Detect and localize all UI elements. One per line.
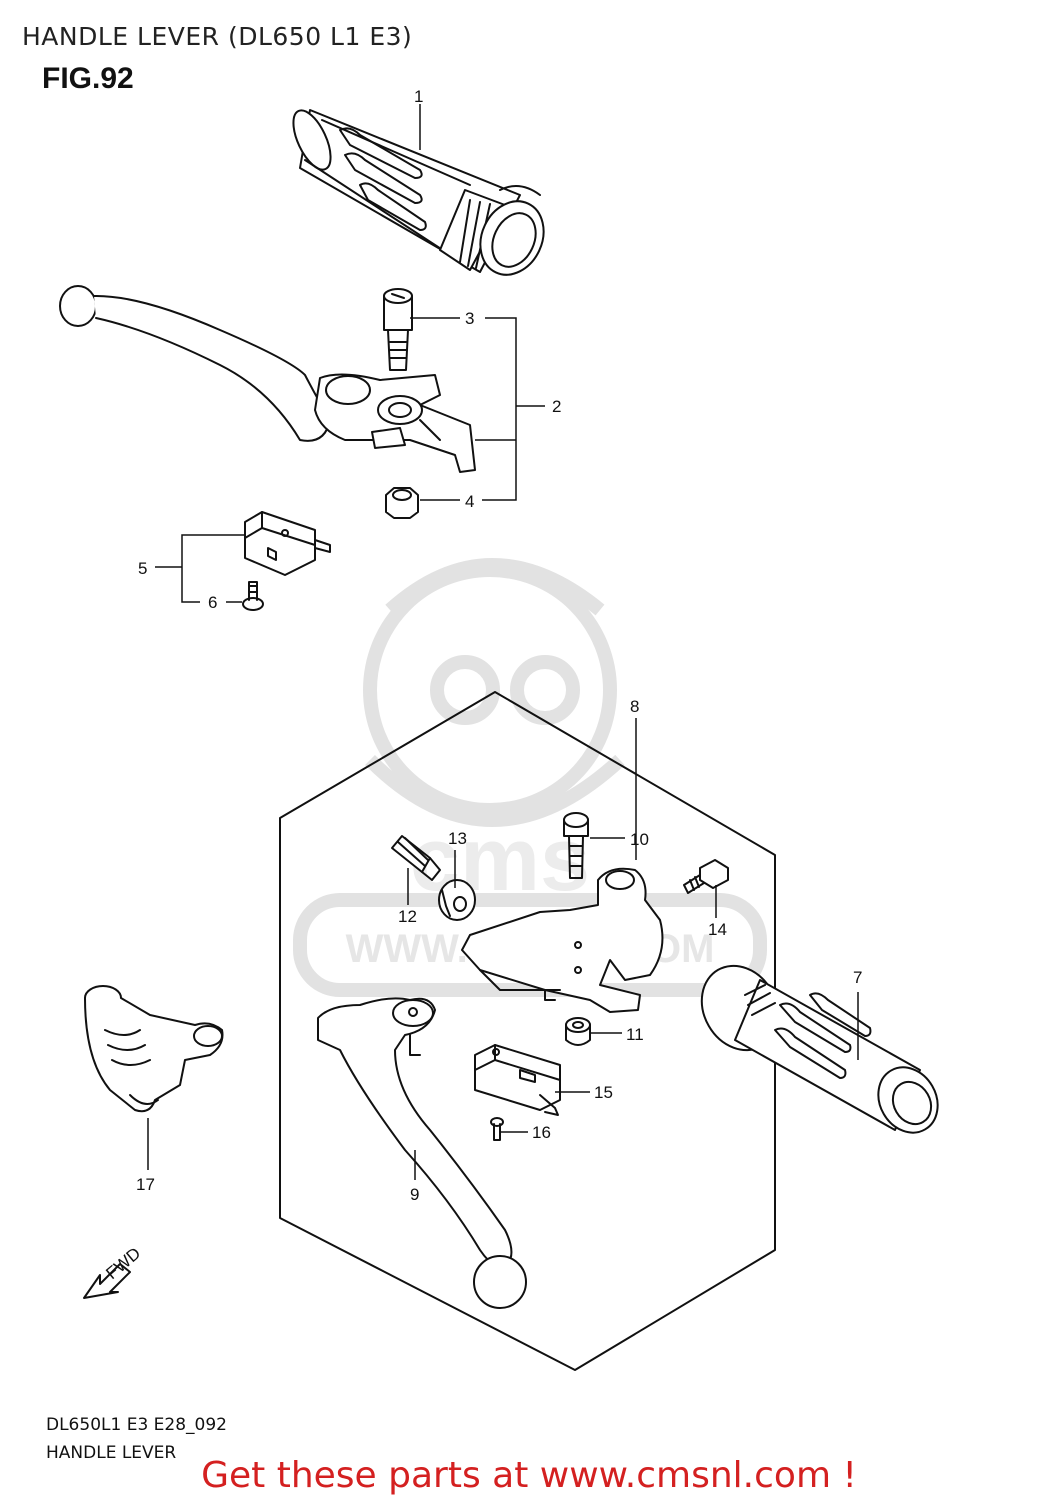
part-5-front-brake-switch	[244, 511, 331, 576]
watermark-jaw	[365, 754, 625, 827]
callout-11: 11	[626, 1025, 644, 1044]
part-6-screw	[242, 581, 264, 611]
part-13-adjuster-dial	[438, 879, 476, 921]
part-7-grip-left	[700, 964, 939, 1134]
callout-17: 17	[136, 1175, 155, 1194]
part-2-front-brake-lever	[59, 285, 476, 473]
part-14-bolt	[683, 859, 729, 894]
part-11-nut	[565, 1017, 591, 1046]
watermark-helmet	[385, 558, 605, 616]
figure-number: FIG.92	[42, 62, 134, 95]
part-3-pivot-bolt	[383, 288, 413, 371]
callout-6: 6	[208, 593, 217, 612]
callout-8: 8	[630, 697, 639, 716]
part-8-clutch-lever-holder	[461, 867, 664, 1013]
diagram-code: DL650L1 E3 E28_092	[46, 1415, 227, 1435]
watermark-eye-left	[430, 655, 500, 725]
diagram-caption: HANDLE LEVER	[46, 1443, 177, 1463]
diagram-title: HANDLE LEVER (DL650 L1 E3)	[22, 22, 413, 51]
callout-13: 13	[448, 829, 467, 848]
leader-2-bracket	[482, 317, 517, 501]
callout-5: 5	[138, 559, 147, 578]
callout-3: 3	[465, 309, 474, 328]
callout-1: 1	[414, 87, 423, 106]
part-15-clutch-switch	[474, 1044, 561, 1116]
callout-14: 14	[708, 920, 727, 939]
part-12-adjuster	[391, 835, 441, 881]
part-16-screw	[490, 1117, 504, 1141]
callout-4: 4	[465, 492, 474, 511]
callout-15: 15	[594, 1083, 613, 1102]
callout-12: 12	[398, 907, 417, 926]
callout-16: 16	[532, 1123, 551, 1142]
buy-parts-link[interactable]: Get these parts at www.cmsnl.com !	[201, 1455, 857, 1496]
leader-5-bracket	[181, 534, 200, 603]
part-10-pivot-bolt	[563, 812, 589, 879]
part-17-lever-holder	[84, 985, 224, 1113]
part-4-nut	[385, 487, 419, 519]
watermark-eye-right	[510, 655, 580, 725]
callout-7: 7	[853, 968, 862, 987]
callout-9: 9	[410, 1185, 419, 1204]
callout-2: 2	[552, 397, 561, 416]
part-1-grip-right	[292, 109, 545, 276]
part-8-assembly-outline	[279, 691, 776, 1371]
callout-10: 10	[630, 830, 649, 849]
leader-lines	[147, 104, 859, 1180]
fwd-arrow-icon	[83, 1263, 131, 1299]
part-9-clutch-lever	[317, 997, 527, 1309]
